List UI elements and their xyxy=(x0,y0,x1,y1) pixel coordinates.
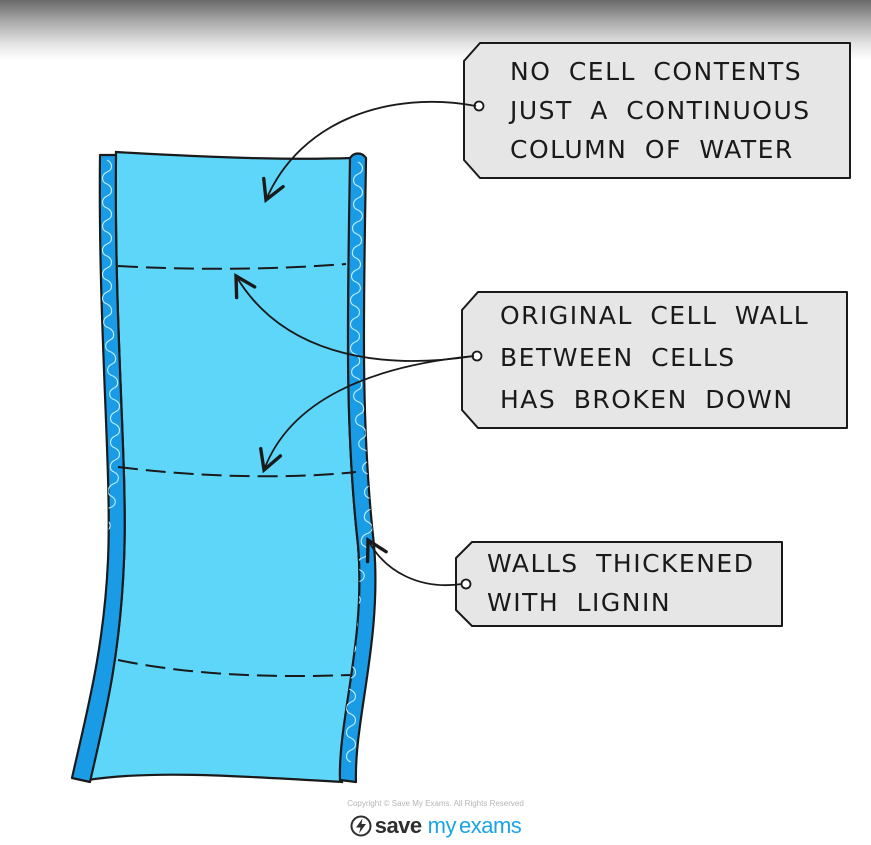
logo-word-exams: exams xyxy=(458,813,522,838)
lignin-line-1: WALLS THICKENED xyxy=(487,549,754,578)
water-column xyxy=(86,150,361,784)
right-cell-wall xyxy=(338,152,377,784)
tag-hole-icon xyxy=(460,578,472,590)
logo-word-save: save xyxy=(374,813,422,838)
left-wall-lignin-spiral xyxy=(72,159,121,761)
cell-wall-line-1: ORIGINAL CELL WALL xyxy=(500,301,809,330)
cell-wall-line-2: BETWEEN CELLS xyxy=(500,343,736,372)
broken-cell-wall-2 xyxy=(117,466,357,478)
cell-wall-line-3: HAS BROKEN DOWN xyxy=(500,385,794,414)
cell-wall-arrow-lower xyxy=(259,355,475,474)
logo-word-my: my xyxy=(427,813,457,838)
label-tag-lignin: WALLS THICKENED WITH LIGNIN xyxy=(455,541,783,627)
label-tag-contents: NO CELL CONTENTS JUST A CONTINUOUS COLUM… xyxy=(463,42,851,179)
lightning-bolt-icon xyxy=(350,815,372,837)
contents-line-1: NO CELL CONTENTS xyxy=(510,57,802,86)
copyright-notice: Copyright © Save My Exams. All Rights Re… xyxy=(347,799,524,808)
lignin-line-2: WITH LIGNIN xyxy=(487,588,671,617)
contents-arrow xyxy=(262,100,477,204)
broken-cell-wall-3 xyxy=(117,659,351,678)
brand-logo: save my exams xyxy=(0,813,871,839)
broken-cell-wall-1 xyxy=(117,263,347,270)
lignin-arrow xyxy=(365,536,463,586)
label-tag-cell-wall: ORIGINAL CELL WALL BETWEEN CELLS HAS BRO… xyxy=(461,291,848,429)
contents-line-3: COLUMN OF WATER xyxy=(510,135,794,164)
contents-line-2: JUST A CONTINUOUS xyxy=(508,96,811,125)
